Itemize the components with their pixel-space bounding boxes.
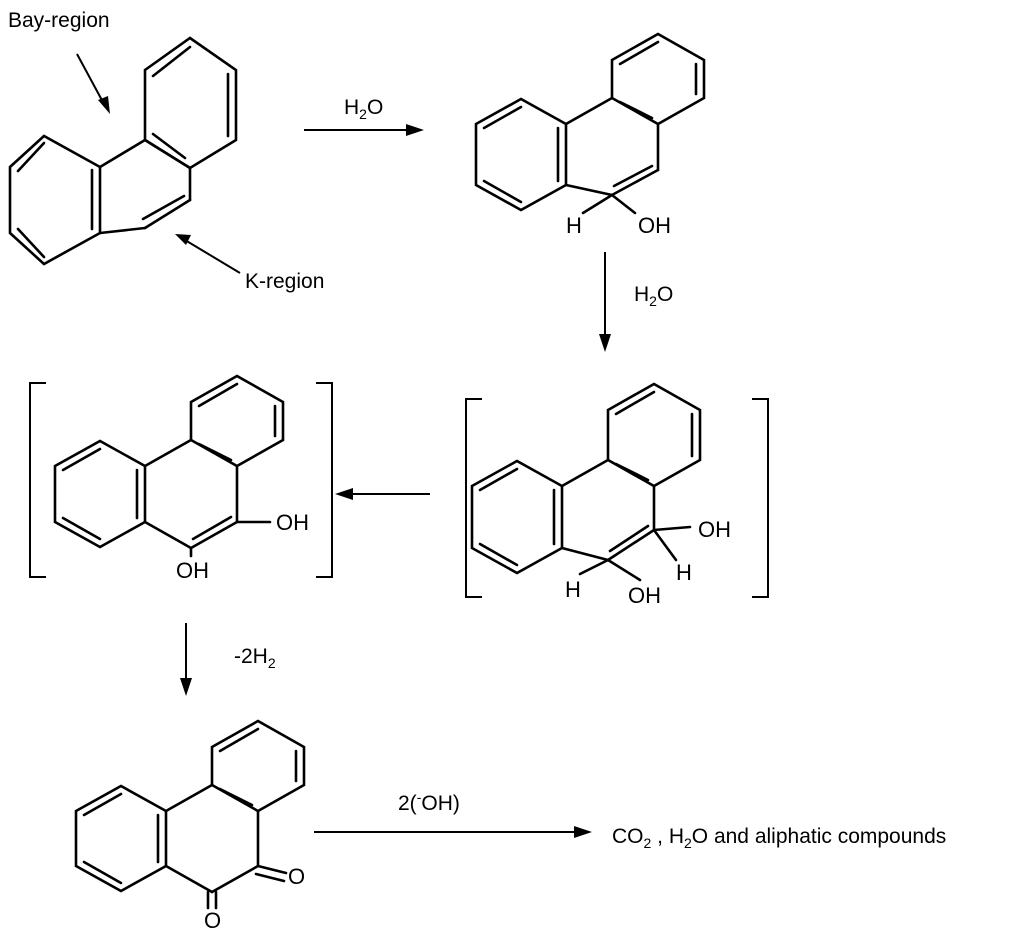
oh-group-3a: OH (698, 517, 731, 542)
oxygen-atom-b: O (204, 908, 221, 933)
reaction-arrow-5 (314, 826, 592, 838)
k-region-pointer (175, 234, 241, 274)
bay-region-pointer (76, 53, 110, 114)
reagent-hydroxide: 2(-OH) (398, 789, 460, 815)
h-atom-3b: H (565, 577, 581, 602)
reaction-arrow-4 (180, 623, 192, 696)
oh-group-2: OH (638, 213, 671, 238)
dihydrodiol-molecule (465, 382, 769, 598)
phenanthrene-molecule (8, 36, 238, 266)
h-atom-2: H (566, 213, 582, 238)
phenanthrenequinone-molecule (74, 719, 306, 910)
reaction-arrow-1 (304, 124, 424, 136)
final-products-label: CO2 , H2O and aliphatic compounds (612, 825, 946, 851)
reagent-water-1: H2O (344, 96, 383, 122)
h-atom-3a: H (676, 560, 692, 585)
oh-group-4b: OH (176, 558, 209, 583)
phenanthrenediol-molecule (29, 374, 333, 578)
oh-group-3b: OH (628, 583, 661, 608)
hydroxy-dihydro-molecule (474, 32, 706, 215)
bay-region-label: Bay-region (8, 9, 110, 32)
k-region-label: K-region (245, 270, 324, 293)
oxygen-atom-a: O (288, 864, 305, 889)
oh-group-4a: OH (276, 510, 309, 535)
reaction-arrow-3 (335, 488, 430, 500)
reaction-arrow-2 (599, 252, 611, 352)
reagent-minus-2h2: -2H2 (234, 645, 276, 671)
reagent-water-2: H2O (634, 283, 673, 309)
